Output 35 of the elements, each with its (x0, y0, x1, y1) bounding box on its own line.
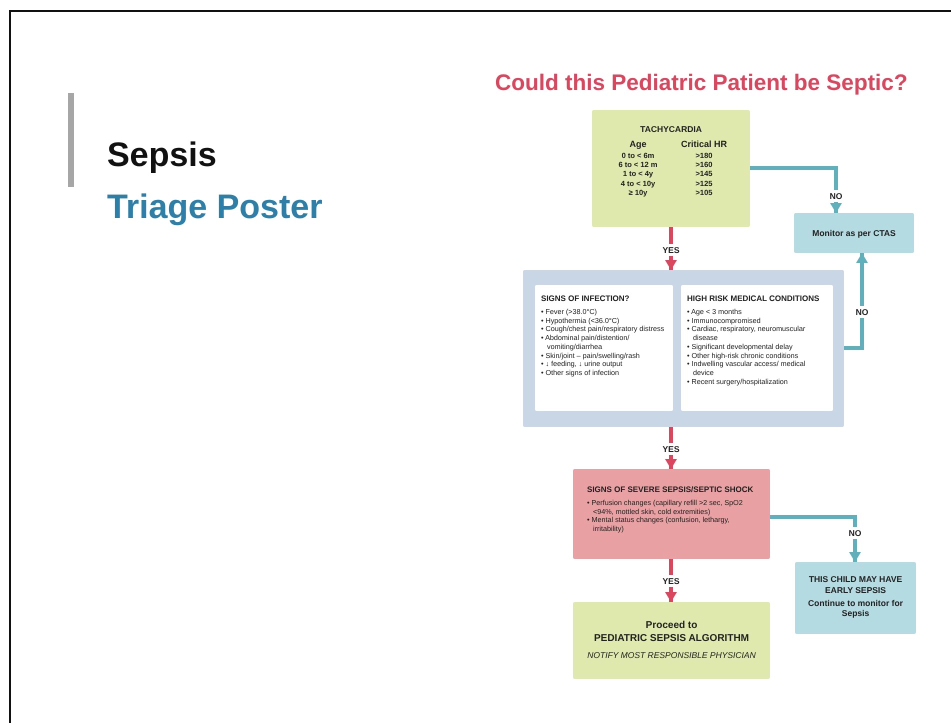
diagram-title: Could this Pediatric Patient be Septic? (495, 70, 909, 96)
box-text: Monitor as per CTAS (812, 228, 896, 238)
tachycardia-box (592, 110, 750, 227)
heading: SIGNS OF SEVERE SEPSIS/SEPTIC SHOCK (587, 485, 754, 495)
decision-box (573, 469, 770, 559)
slide-subtitle: Triage Poster (107, 188, 322, 227)
criteria-card (535, 285, 673, 411)
criteria-panel (523, 270, 844, 427)
arrow (750, 166, 842, 213)
outcome-box (573, 602, 770, 679)
edge-label: NO (846, 527, 864, 539)
arrow (665, 427, 677, 469)
heading: HIGH RISK MEDICAL CONDITIONS (687, 294, 820, 304)
edge-label: NO (828, 190, 844, 202)
criteria-card (681, 285, 833, 411)
edge-label: YES (660, 575, 682, 587)
column-header: Age (629, 139, 646, 151)
heading: SIGNS OF INFECTION? (541, 294, 630, 304)
process-box (794, 213, 914, 253)
box-text: Proceed to (646, 620, 698, 632)
note-text: NOTIFY MOST RESPONSIBLE PHYSICIAN (587, 650, 756, 660)
slide-title: Sepsis (107, 136, 217, 175)
box-text: Continue to monitor for Sepsis (807, 598, 904, 619)
arrow (844, 253, 868, 350)
edge-label: YES (660, 244, 682, 256)
arrow (665, 227, 677, 270)
edge-label: YES (660, 443, 682, 455)
outcome-box (795, 562, 916, 634)
column-header: Critical HR (680, 139, 727, 151)
box-text: PEDIATRIC SEPSIS ALGORITHM (594, 633, 749, 646)
arrow (665, 559, 677, 602)
edge-label: NO (854, 306, 870, 318)
heading: THIS CHILD MAY HAVE EARLY SEPSIS (808, 574, 904, 595)
arrow (770, 515, 861, 562)
heading: TACHYCARDIA (640, 124, 702, 134)
